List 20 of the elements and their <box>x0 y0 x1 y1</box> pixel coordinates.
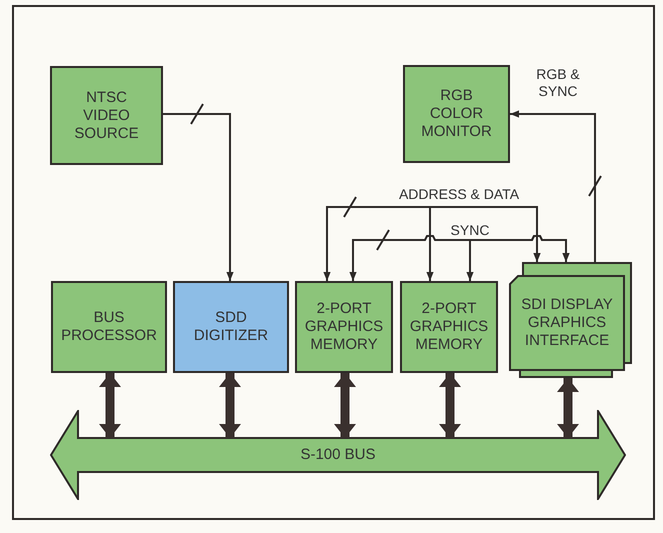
node-label: SDI DISPLAY GRAPHICS INTERFACE <box>520 296 614 350</box>
node-label: S-100 BUS <box>299 446 377 464</box>
stacked-card-box <box>506 262 632 378</box>
process-box <box>173 281 289 373</box>
bus-arrow <box>50 410 626 500</box>
signal-arrow <box>510 110 596 262</box>
node-label: NTSC VIDEO SOURCE <box>73 88 140 142</box>
signal-arrow <box>466 235 570 281</box>
process-box <box>400 281 498 373</box>
process-box <box>51 281 167 373</box>
process-box <box>295 281 393 373</box>
process-box <box>403 65 510 163</box>
process-box <box>50 66 163 165</box>
signal-arrow <box>426 206 541 281</box>
signal-arrow <box>163 113 234 281</box>
node-label: BUS PROCESSOR <box>60 309 158 345</box>
node-label: SDD DIGITIZER <box>192 309 270 345</box>
node-label: 2-PORT GRAPHICS MEMORY <box>304 300 384 354</box>
node-label: 2-PORT GRAPHICS MEMORY <box>408 300 490 354</box>
node-label: RGB COLOR MONITOR <box>420 87 493 141</box>
